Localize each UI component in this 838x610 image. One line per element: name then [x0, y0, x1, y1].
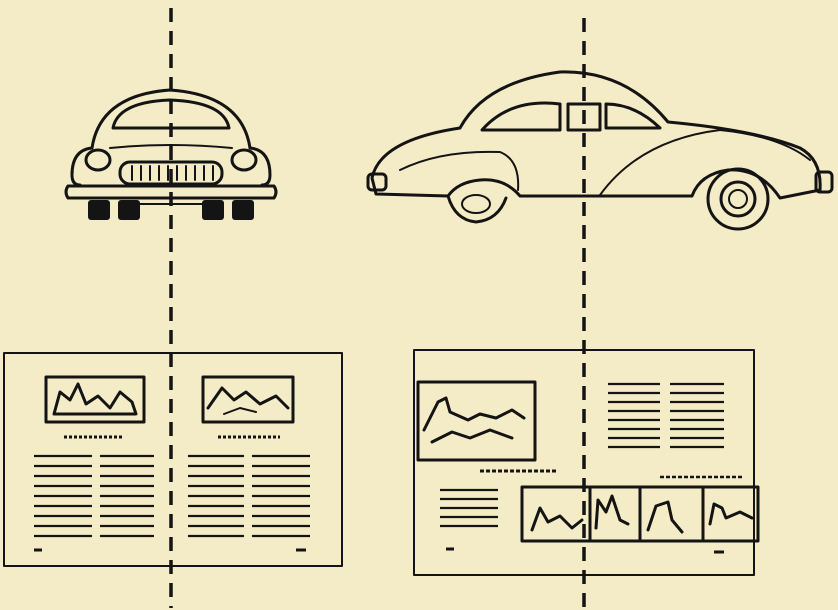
symmetric-spread-layout	[4, 353, 342, 566]
asymmetric-spread-layout	[414, 350, 758, 575]
car-side-view	[368, 72, 832, 229]
